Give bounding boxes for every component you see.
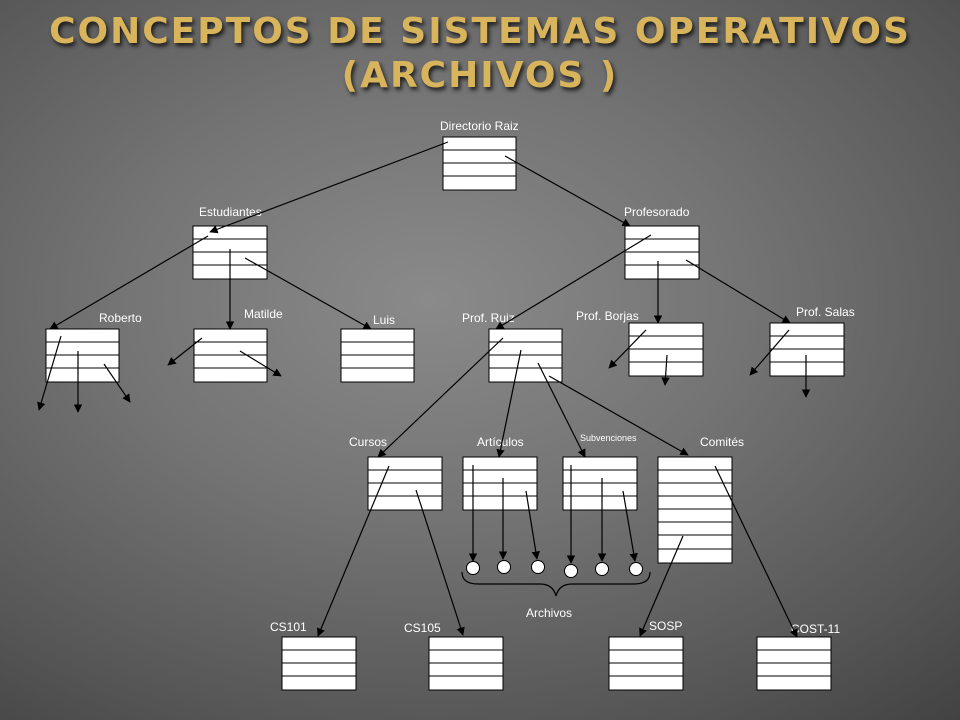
label-articulos: Artículos [477,435,524,449]
file-circle [564,564,578,578]
label-cost11: COST-11 [791,622,840,636]
label-matilde: Matilde [244,307,283,321]
dir-box-root [442,136,517,191]
title-line-1: CONCEPTOS DE SISTEMAS OPERATIVOS [49,11,911,52]
dir-box-subvenciones [562,456,638,511]
title-line-2: (ARCHIVOS ) [341,55,619,96]
label-subvenciones: Subvenciones [580,433,637,443]
dir-box-comites [657,456,733,564]
dir-box-prof-salas [769,322,845,377]
label-cs105: CS105 [404,621,441,635]
dir-box-cursos [367,456,443,511]
dir-box-articulos [462,456,538,511]
dir-box-cs101 [281,636,357,691]
dir-box-luis [340,328,415,383]
label-cs101: CS101 [270,620,307,634]
label-prof-borjas: Prof. Borjas [576,309,639,323]
label-sosp: SOSP [649,619,682,633]
file-circle [629,562,643,576]
dir-box-matilde [193,328,268,383]
dir-box-cs105 [428,636,504,691]
tree-arrows [37,141,811,638]
file-circle [497,560,511,574]
label-cursos: Cursos [349,435,387,449]
dir-box-sosp [608,636,684,691]
dir-box-roberto [45,328,120,383]
label-comites: Comités [700,435,744,449]
label-archivos: Archivos [526,606,572,620]
file-circle [466,561,480,575]
label-estudiantes: Estudiantes [199,205,262,219]
label-roberto: Roberto [99,311,142,325]
dir-box-prof-ruiz [488,328,563,383]
file-circle [531,560,545,574]
dir-box-cost11 [756,636,832,691]
dir-box-profesorado [624,225,700,280]
slide-title: CONCEPTOS DE SISTEMAS OPERATIVOS (ARCHIV… [0,10,960,98]
label-profesorado: Profesorado [624,205,690,219]
label-luis: Luis [373,313,395,327]
archivos-brace [461,571,651,597]
file-circle [595,562,609,576]
label-prof-salas: Prof. Salas [796,305,855,319]
label-root: Directorio Raiz [440,119,519,133]
